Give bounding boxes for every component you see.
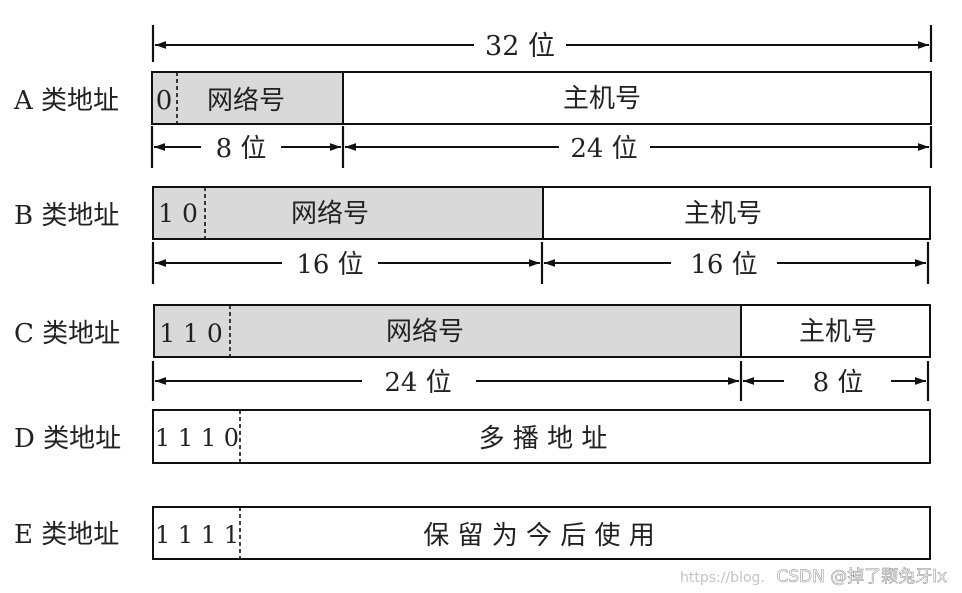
- class-c-prefix: 1 1 0: [159, 319, 223, 348]
- class-b-host-bits: 16 位: [690, 250, 757, 280]
- watermark-url: https://blog.: [680, 570, 765, 586]
- total-bits-dimension: 32 位: [151, 25, 933, 62]
- class-c-host-label: 主机号: [799, 317, 877, 347]
- class-b-network-label: 网络号: [291, 199, 369, 229]
- class-e-prefix: 1 1 1 1: [155, 521, 239, 549]
- class-d-prefix: 1 1 1 0: [155, 424, 239, 452]
- class-b-host-label: 主机号: [684, 199, 762, 229]
- class-e-row: E 类地址 1 1 1 1 保 留 为 今 后 使 用: [14, 506, 931, 560]
- class-d-label: D 类地址: [14, 424, 121, 454]
- class-b-label: B 类地址: [14, 201, 119, 231]
- class-b-network-field: [152, 186, 544, 240]
- class-c-host-bits: 8 位: [813, 368, 864, 398]
- class-c-network-label: 网络号: [386, 317, 464, 347]
- class-b-row: B 类地址 1 0 网络号 主机号 16 位 16 位: [14, 186, 931, 284]
- class-a-label: A 类地址: [13, 86, 119, 116]
- watermark-text: CSDN @掉了颗兔牙lx: [776, 567, 947, 587]
- class-a-network-label: 网络号: [207, 86, 285, 116]
- class-b-prefix: 1 0: [158, 199, 198, 228]
- class-a-host-bits: 24 位: [570, 134, 637, 164]
- class-a-host-field: [342, 71, 932, 125]
- class-c-host-field: [740, 304, 931, 358]
- class-d-body: 多 播 地 址: [479, 424, 608, 454]
- class-e-body: 保 留 为 今 后 使 用: [423, 521, 655, 551]
- class-d-field: [152, 409, 931, 464]
- class-b-host-field: [542, 186, 931, 240]
- class-a-prefix: 0: [156, 86, 173, 116]
- class-e-label: E 类地址: [14, 520, 119, 550]
- class-a-row: A 类地址 0 网络号 主机号 8 位 24 位: [13, 71, 933, 168]
- class-c-network-field: [153, 304, 742, 358]
- class-e-field: [152, 506, 931, 560]
- class-a-host-label: 主机号: [563, 84, 641, 114]
- class-a-network-bits: 8 位: [216, 134, 267, 164]
- class-b-network-bits: 16 位: [296, 250, 363, 280]
- class-c-network-bits: 24 位: [384, 368, 451, 398]
- class-a-network-field: [151, 71, 344, 125]
- total-bits-label: 32 位: [485, 31, 555, 62]
- class-c-row: C 类地址 1 1 0 网络号 主机号 24 位 8 位: [14, 304, 931, 401]
- class-c-label: C 类地址: [14, 319, 120, 349]
- class-d-row: D 类地址 1 1 1 0 多 播 地 址: [14, 409, 931, 464]
- watermark: https://blog. CSDN @掉了颗兔牙lx: [680, 567, 947, 588]
